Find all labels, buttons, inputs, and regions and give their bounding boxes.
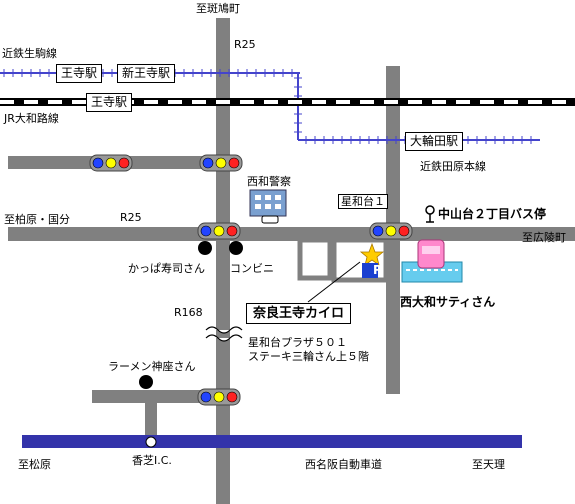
road-lower-horizontal bbox=[92, 390, 232, 403]
satie-label: 西大和サティさん bbox=[400, 295, 496, 309]
kintetsu-tawaramoto-label: 近鉄田原本線 bbox=[420, 160, 486, 173]
signal-main-center bbox=[197, 222, 241, 240]
clinic-address-line2: ステーキ三輪さん上５階 bbox=[248, 350, 369, 363]
road-r25 bbox=[8, 227, 575, 241]
satie-building-icon bbox=[401, 239, 463, 283]
kappa-sushi-marker bbox=[198, 241, 212, 255]
ic-label: 香芝I.C. bbox=[132, 454, 172, 467]
ramen-label: ラーメン神座さん bbox=[108, 360, 196, 373]
police-label: 西和警察 bbox=[247, 175, 291, 188]
west-bottom-direction-label: 至松原 bbox=[18, 458, 51, 471]
road-lower-vertical bbox=[145, 400, 157, 440]
jr-yamatoji-label: JR大和路線 bbox=[4, 112, 59, 125]
road-parking-access bbox=[297, 237, 333, 281]
clinic-name-box: 奈良王寺カイロ bbox=[246, 303, 352, 324]
station-shin-oji: 新王寺駅 bbox=[117, 64, 176, 83]
road-break-mark bbox=[205, 326, 243, 342]
convenience-label: コンビニ bbox=[230, 262, 274, 275]
kintetsu-ikoma-label: 近鉄生駒線 bbox=[2, 47, 57, 60]
station-owada: 大輪田駅 bbox=[405, 132, 464, 151]
station-oji-kintetsu: 王寺駅 bbox=[56, 64, 103, 83]
bus-stop-label: 中山台２丁目バス停 bbox=[438, 207, 547, 221]
east-bottom-direction-label: 至天理 bbox=[472, 458, 505, 471]
signal-upper-left bbox=[89, 154, 133, 172]
station-oji-jr: 王寺駅 bbox=[86, 93, 133, 112]
police-building-icon bbox=[249, 189, 287, 224]
parking-label: P bbox=[373, 263, 382, 277]
ic-marker bbox=[145, 436, 157, 448]
signal-seiwadai bbox=[369, 222, 413, 240]
expressway-label: 西名阪自動車道 bbox=[305, 458, 382, 471]
rail-jr-yamatoji bbox=[0, 98, 575, 106]
kappa-sushi-label: かっぱ寿司さん bbox=[128, 262, 205, 275]
west-main-direction-label: 至柏原・国分 bbox=[4, 213, 70, 226]
r168-label: R168 bbox=[174, 306, 203, 319]
seiwadai1-label: 星和台１ bbox=[338, 194, 388, 209]
clinic-pointer bbox=[307, 261, 361, 303]
parking-icon bbox=[362, 263, 378, 278]
r25-top-label: R25 bbox=[234, 38, 256, 51]
ramen-marker bbox=[139, 375, 153, 389]
r25-mid-label: R25 bbox=[120, 211, 142, 224]
north-direction-label: 至斑鳩町 bbox=[196, 2, 240, 15]
east-main-direction-label: 至広陵町 bbox=[522, 231, 566, 244]
convenience-marker bbox=[229, 241, 243, 255]
signal-lower bbox=[197, 388, 241, 406]
bus-stop-icon bbox=[425, 205, 435, 223]
clinic-star-icon bbox=[359, 242, 385, 266]
clinic-address-line1: 星和台プラザ５０１ bbox=[248, 336, 347, 349]
road-r168 bbox=[216, 18, 230, 504]
signal-upper-center bbox=[199, 154, 243, 172]
road-expressway bbox=[22, 435, 522, 448]
